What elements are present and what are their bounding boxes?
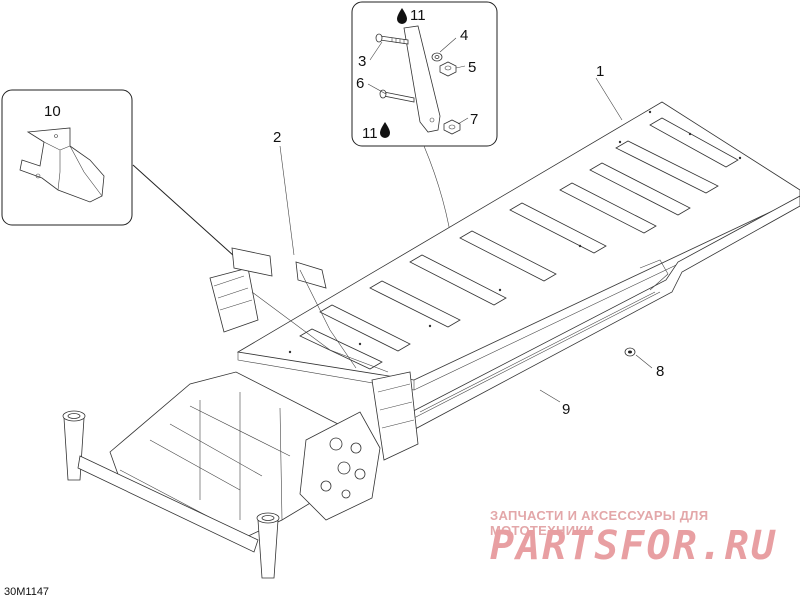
lower-frame (62, 371, 381, 579)
callout-1: 1 (596, 63, 604, 80)
callout-10: 10 (44, 103, 61, 120)
callout-2: 2 (273, 129, 281, 146)
callout-6: 6 (356, 75, 364, 92)
leader-line-2 (279, 145, 295, 256)
bolt-part-3 (375, 33, 409, 45)
drop-icon (380, 8, 407, 138)
slide-rail-part-9 (395, 195, 800, 437)
callout-4: 4 (460, 27, 468, 44)
front-frame-part-2 (209, 247, 419, 461)
leader-line-8 (635, 354, 653, 369)
callout-7: 7 (470, 111, 478, 128)
callout-3: 3 (358, 53, 366, 70)
bracket-part-10 (19, 127, 105, 203)
leader-line-9 (539, 389, 561, 403)
nut-part-5 (439, 61, 457, 77)
strap-plate (403, 25, 441, 133)
plug-part-8 (624, 347, 636, 357)
callout-8: 8 (656, 363, 664, 380)
nut-part-7 (443, 119, 461, 135)
inset-box-part-10 (1, 89, 133, 226)
leader-line-1 (595, 77, 623, 121)
bolt-part-6 (379, 89, 415, 103)
document-code: 30M1147 (4, 586, 50, 598)
washer-part-4 (431, 52, 443, 62)
tunnel-part-1 (236, 101, 800, 391)
callout-11-bottom: 11 (362, 125, 378, 142)
tunnel-slots (299, 117, 739, 370)
spindle-tube-right (256, 512, 280, 579)
callout-5: 5 (468, 59, 476, 76)
callout-9: 9 (562, 401, 570, 418)
tunnel-rivets (288, 110, 742, 354)
watermark-logo: PARTSFOR.RU (490, 523, 777, 569)
inset-box-fasteners (351, 1, 498, 147)
watermark-tagline: ЗАПЧАСТИ И АКСЕССУАРЫ ДЛЯ МОТОТЕХНИКИ (490, 508, 709, 538)
callout-11-top: 11 (410, 7, 426, 24)
leader-line-10 (132, 164, 245, 266)
